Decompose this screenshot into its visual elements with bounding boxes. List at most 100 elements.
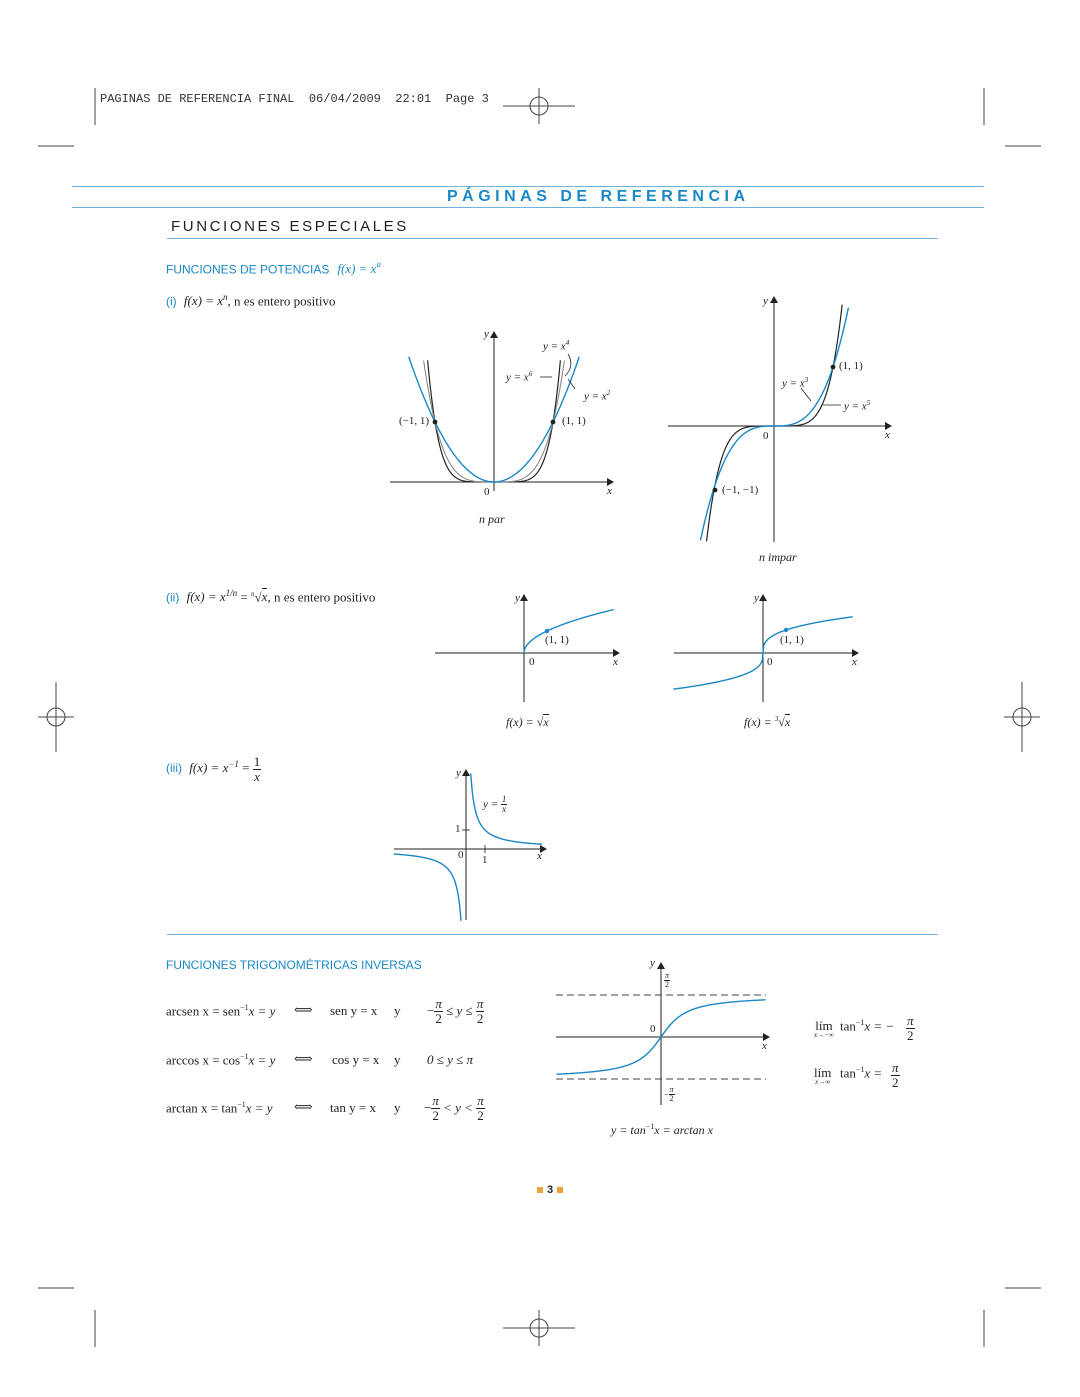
label-point-1-1: (1, 1) [780, 634, 804, 646]
page-number: 3 [533, 1184, 567, 1196]
curve-recip-pos [470, 773, 543, 845]
label-tick-x-1: 1 [482, 854, 488, 866]
item-ii-exp: 1/n [225, 588, 238, 598]
power-heading-formula: f(x) = x [337, 261, 377, 277]
graph-even-powers [390, 331, 614, 491]
label-point-1-1: (1, 1) [545, 634, 569, 646]
curve-cbrt [673, 616, 853, 690]
caption-n-impar: n impar [759, 550, 797, 564]
label-origin: 0 [650, 1023, 656, 1035]
item-ii-text: (ii) f(x) = x1/n = n√x, n es entero posi… [166, 588, 376, 605]
curve-x3 [699, 307, 850, 541]
item-i-tag: (i) [166, 294, 177, 309]
label-x-axis: x [852, 656, 857, 668]
registration-mark-top [503, 88, 575, 124]
label-y-axis: y [763, 295, 768, 307]
page-marker-left [537, 1187, 543, 1194]
trig-row-arccos: arccos x = cos−1x = y ⟺ cos y = x y 0 ≤ … [166, 1051, 474, 1068]
label-y-axis: y [515, 592, 520, 604]
registration-mark-right [1004, 682, 1040, 752]
radical-sign: √ [254, 589, 262, 605]
caption-cbrt: f(x) = 3√x [744, 714, 791, 729]
equivalence-arrow: ⟺ [294, 1002, 313, 1017]
label-x-axis: x [762, 1040, 767, 1052]
label-y-axis: y [650, 957, 655, 969]
section-rule [167, 238, 938, 239]
caption-sqrt: f(x) = √x [506, 714, 549, 729]
label-x-axis: x [537, 850, 542, 862]
label-y-axis: y [754, 592, 759, 604]
caption-arctan: y = tan−1x = arctan x [611, 1122, 713, 1137]
registration-mark-left [38, 682, 74, 752]
page-marker-right [557, 1187, 564, 1194]
label-origin: 0 [763, 430, 769, 442]
printer-slug: PAGINAS DE REFERENCIA FINAL 06/04/2009 2… [100, 92, 489, 106]
label-point-1-1: (1, 1) [562, 415, 586, 427]
item-ii-formula: f(x) = x [186, 589, 226, 605]
curve-x2 [408, 356, 580, 483]
label-point-1-1: (1, 1) [839, 360, 863, 372]
section-title: FUNCIONES ESPECIALES [171, 218, 409, 235]
label-point-neg1-1: (−1, 1) [399, 415, 430, 427]
trig-heading: FUNCIONES TRIGONOMÉTRICAS INVERSAS [166, 958, 422, 972]
label-y-x5: y = x5 [844, 399, 871, 413]
equivalence-arrow: ⟺ [294, 1051, 313, 1066]
header-rule-bottom [72, 207, 984, 208]
power-heading: FUNCIONES DE POTENCIAS f(x) = xa [166, 259, 381, 278]
label-origin: 0 [767, 656, 773, 668]
graph-arctan [556, 962, 770, 1105]
label-origin: 0 [484, 486, 490, 498]
label-point-neg1-neg1: (−1, −1) [722, 484, 759, 496]
label-y-x3: y = x3 [782, 376, 809, 390]
graph-reciprocal [393, 769, 547, 921]
item-ii-tag: (ii) [166, 590, 180, 605]
point-1-1 [830, 364, 836, 370]
root-index: n [251, 590, 255, 598]
item-i-text: (i) f(x) = xn, n es entero positivo [166, 292, 335, 309]
equivalence-arrow: ⟺ [294, 1099, 313, 1114]
label-y-axis: y [456, 767, 461, 779]
curve-sqrt [523, 608, 614, 654]
graph-sqrt [435, 594, 620, 702]
item-iii-tag: (iii) [166, 761, 182, 776]
power-heading-label: FUNCIONES DE POTENCIAS [166, 262, 330, 277]
label-tick-y-1: 1 [455, 823, 461, 835]
label-y-x2: y = x2 [584, 389, 611, 403]
label-origin: 0 [529, 656, 535, 668]
label-x-axis: x [607, 485, 612, 497]
point-neg1-1 [432, 419, 438, 425]
label-origin: 0 [458, 849, 464, 861]
label-y-x4: y = x4 [543, 339, 570, 353]
label-x-axis: x [613, 656, 618, 668]
label-y-axis: y [484, 328, 489, 340]
power-heading-exp: a [376, 259, 381, 269]
point-1-1 [544, 628, 550, 634]
item-i-formula: f(x) = x [183, 293, 224, 309]
graph-odd-powers [668, 296, 892, 542]
item-iii-formula: f(x) = x [189, 760, 229, 776]
curve-recip-neg [393, 853, 462, 921]
label-x-axis: x [885, 429, 890, 441]
graph-cbrt [673, 594, 859, 702]
caption-n-par: n par [479, 512, 505, 526]
header-rule-top [72, 186, 984, 187]
curve-arctan [556, 999, 766, 1075]
label-y-x6: y = x6 [506, 370, 533, 384]
registration-mark-bottom [503, 1310, 575, 1346]
page-header-title: PÁGINAS DE REFERENCIA [447, 188, 750, 205]
item-i-exp: n [223, 292, 228, 302]
point-neg1-neg1 [712, 487, 718, 493]
trig-section-rule [167, 934, 938, 935]
point-1-1 [783, 627, 789, 633]
point-1-1 [550, 419, 556, 425]
